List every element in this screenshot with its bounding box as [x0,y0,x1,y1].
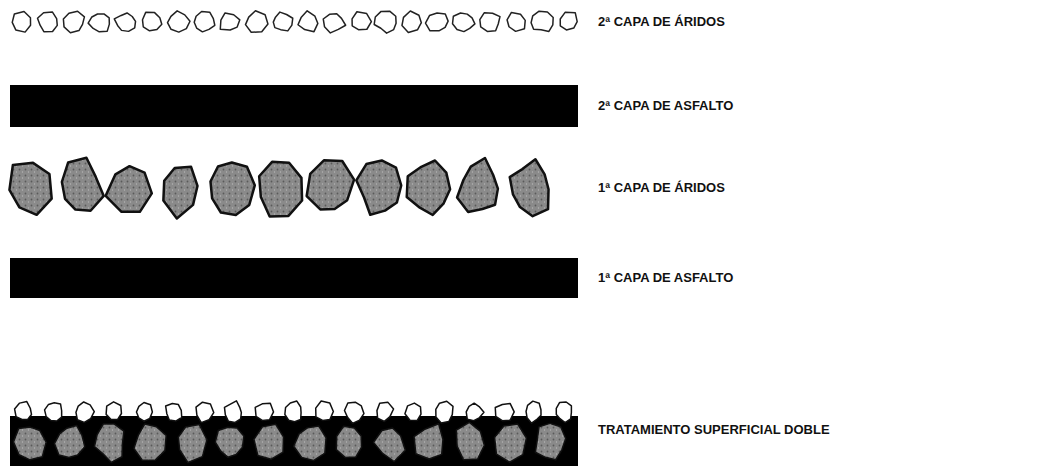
aggregate-stone [526,401,541,423]
aggregate-stone [307,160,354,209]
asphalt-layer [10,85,578,127]
aggregate-stone [76,402,94,422]
aggregate-stone [285,401,301,422]
aggregate-stone [344,402,363,423]
aggregate-stone [106,166,152,212]
aggregate-stone [62,158,104,211]
aggregate-stone [436,401,453,423]
aggregate-stone [456,422,484,459]
aggregate-stone [15,402,32,420]
aggregate-stone [495,403,514,420]
layer-label: 1ª CAPA DE ASFALTO [598,270,733,286]
aggregate-stone [88,14,109,32]
aggregate-stone [194,11,215,31]
aggregate-stone [134,424,166,460]
aggregate-stone [402,11,421,33]
aggregate-stone [531,11,553,31]
aggregate-stone [196,402,214,422]
aggregate-stone [374,11,396,33]
aggregate-stone [224,401,241,423]
aggregate-stone [63,11,84,32]
aggregate-stone [407,160,450,214]
aggregate-stone [38,12,58,32]
aggregate-stone [143,12,162,30]
aggregate-stone [178,425,207,463]
aggregate-stone [12,12,30,33]
aggregate-stone [560,12,577,30]
layer-label: 2ª CAPA DE ASFALTO [598,98,733,114]
aggregate-stone [94,424,123,462]
aggregate-stone [495,424,527,462]
aggregate-stone [377,402,394,421]
aggregate-stone [316,401,334,420]
aggregate-stone [535,423,565,459]
aggregate-stone [294,426,326,461]
aggregate-stone [114,13,135,31]
aggregate-stone [106,402,121,420]
aggregate-stone [457,158,498,212]
aggregate-stone [323,14,345,33]
aggregate-stone [136,402,152,421]
aggregate-stone [356,160,401,214]
aggregate-stone [54,425,84,457]
aggregate-stone [9,163,51,215]
layer-label: 1ª CAPA DE ÁRIDOS [598,180,725,196]
aggregate-stone [453,13,475,32]
aggregate-stone [298,11,318,32]
aggregate-stone [336,426,361,457]
aggregate-stone [273,12,292,31]
asphalt-layer [10,416,578,466]
aggregate-stone [13,427,46,460]
aggregate-stone [246,11,268,33]
aggregate-stone [480,13,500,32]
aggregate-stone [210,163,254,215]
aggregate-stone [374,428,406,462]
aggregate-stone [259,162,302,217]
aggregate-stone [45,403,62,421]
aggregate-stone [556,402,571,423]
aggregate-stone [507,12,525,31]
aggregate-stone [163,167,197,219]
aggregate-stone [254,424,284,459]
aggregate-stone [255,403,273,420]
layer-label: 2ª CAPA DE ÁRIDOS [598,14,725,30]
aggregate-stone [352,12,371,30]
aggregate-stone [220,13,240,30]
layer-label: TRATAMIENTO SUPERFICIAL DOBLE [598,422,830,438]
aggregate-stone [466,403,484,420]
aggregate-stone [414,424,443,459]
aggregate-stone [510,159,549,216]
aggregate-stone [425,13,448,31]
aggregate-stone [215,427,244,457]
asphalt-layer [10,258,578,298]
aggregate-stone [166,403,182,421]
aggregate-stone [405,403,421,420]
aggregate-stone [168,11,190,32]
